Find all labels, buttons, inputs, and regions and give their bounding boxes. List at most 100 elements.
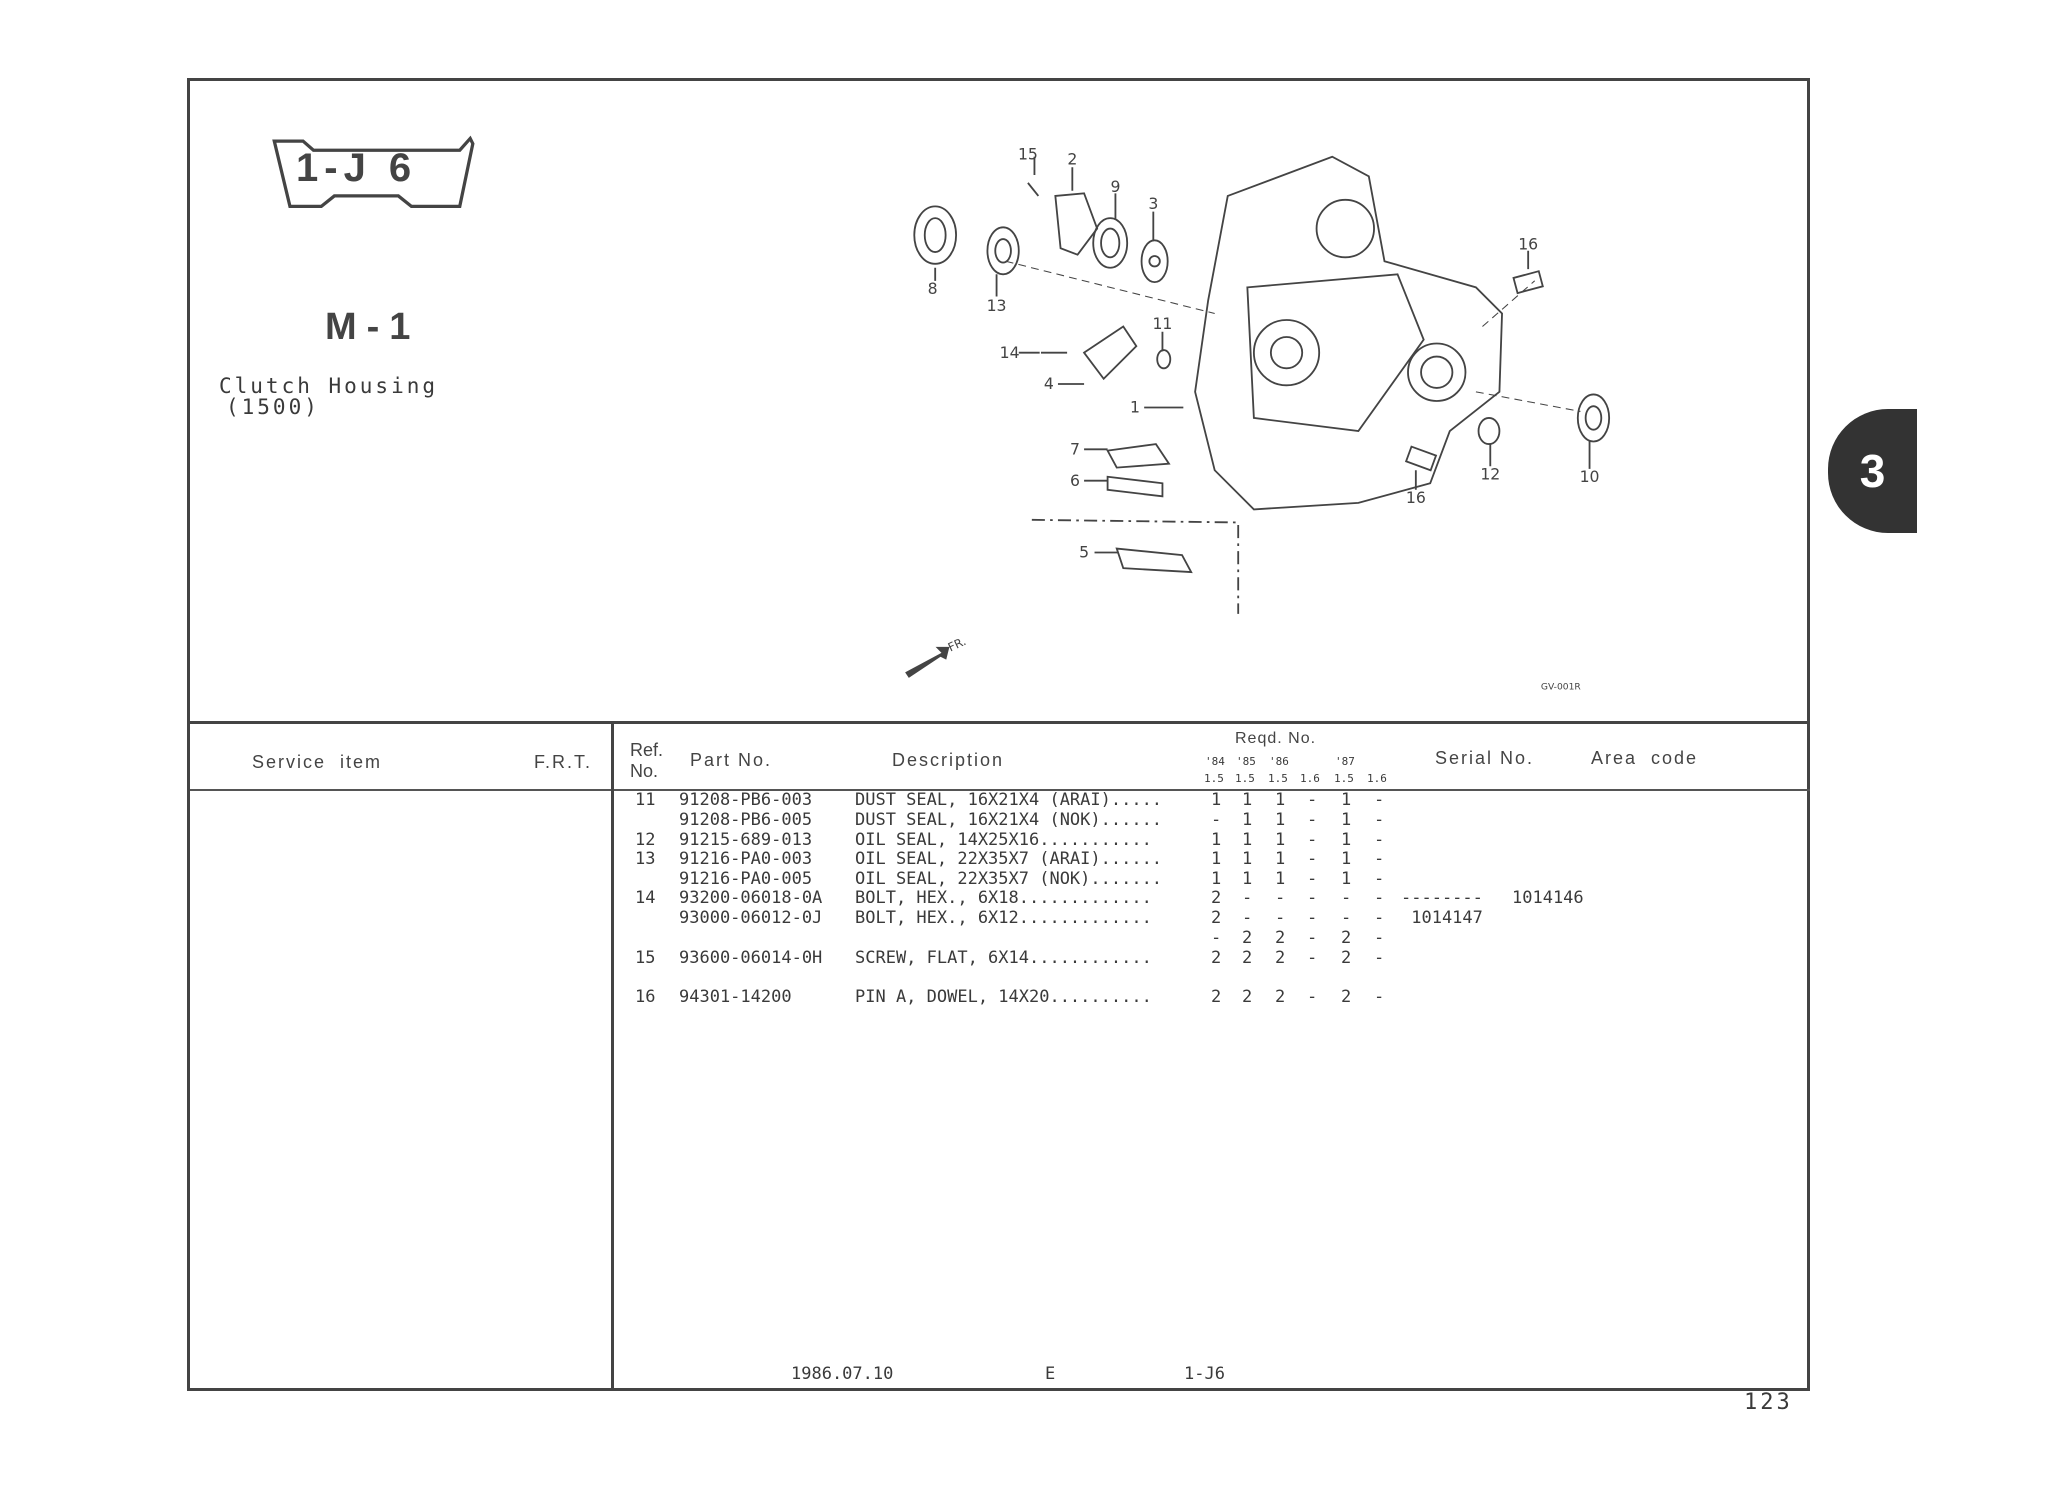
engine-header: 1.5 bbox=[1334, 772, 1354, 785]
description: DUST SEAL, 16X21X4 (ARAI)..... bbox=[855, 790, 1163, 810]
callout-12: 12 bbox=[1480, 464, 1500, 483]
qty: 2 bbox=[1242, 987, 1253, 1007]
part-no: 91216-PA0-003 bbox=[679, 849, 813, 869]
qty: 1 bbox=[1341, 869, 1352, 889]
qty: 2 bbox=[1211, 948, 1222, 968]
part-no: 93200-06018-0A bbox=[679, 888, 823, 908]
qty: 1 bbox=[1341, 790, 1352, 810]
ref-no: 11 bbox=[635, 790, 656, 810]
description: OIL SEAL, 14X25X16........... bbox=[855, 830, 1152, 850]
description: BOLT, HEX., 6X12............. bbox=[855, 908, 1152, 928]
qty: 2 bbox=[1275, 987, 1286, 1007]
callout-11: 11 bbox=[1152, 314, 1172, 333]
col-serial: Serial No. bbox=[1435, 748, 1535, 768]
description: SCREW, FLAT, 6X14............ bbox=[855, 948, 1152, 968]
qty: 2 bbox=[1341, 987, 1352, 1007]
part-no: 91215-689-013 bbox=[679, 830, 813, 850]
callout-1: 1 bbox=[1130, 398, 1140, 417]
qty: 1 bbox=[1275, 869, 1286, 889]
qty: - bbox=[1307, 849, 1318, 869]
group-code: M-1 bbox=[325, 306, 421, 348]
qty: 1 bbox=[1211, 830, 1222, 850]
divider bbox=[187, 721, 1810, 724]
page-number: 123 bbox=[1744, 1390, 1793, 1415]
part-no: 91208-PB6-005 bbox=[679, 810, 813, 830]
callout-2: 2 bbox=[1067, 150, 1077, 169]
qty: 2 bbox=[1341, 928, 1352, 948]
qty: 1 bbox=[1211, 790, 1222, 810]
col-ref-no: No. bbox=[630, 761, 659, 781]
front-label: FR. bbox=[946, 634, 968, 654]
col-description: Description bbox=[892, 750, 1005, 770]
section-badge: 1-J 6 bbox=[296, 146, 418, 190]
description: OIL SEAL, 22X35X7 (ARAI)...... bbox=[855, 849, 1163, 869]
part-no: 91208-PB6-003 bbox=[679, 790, 813, 810]
year-header: '84 bbox=[1205, 755, 1225, 768]
qty: 1 bbox=[1242, 810, 1253, 830]
ref-no: 15 bbox=[635, 948, 656, 968]
callout-14: 14 bbox=[1000, 343, 1020, 362]
col-area-code: Area code bbox=[1591, 748, 1699, 768]
callout-10: 10 bbox=[1580, 467, 1600, 486]
callout-15: 15 bbox=[1018, 144, 1038, 163]
ref-no: 12 bbox=[635, 830, 656, 850]
clutch-housing bbox=[1194, 155, 1503, 511]
section-badge-outline bbox=[272, 135, 475, 209]
qty: - bbox=[1374, 830, 1385, 850]
part-no: 94301-14200 bbox=[679, 987, 792, 1007]
ref-no: 13 bbox=[635, 849, 656, 869]
qty: - bbox=[1242, 908, 1253, 928]
engine-header: 1.6 bbox=[1300, 772, 1320, 785]
qty: 2 bbox=[1242, 948, 1253, 968]
serial-no: -------- bbox=[1401, 888, 1483, 908]
callout-7: 7 bbox=[1070, 440, 1080, 459]
qty: - bbox=[1374, 869, 1385, 889]
col-ref: Ref. bbox=[630, 740, 664, 760]
qty: - bbox=[1275, 908, 1286, 928]
qty: 1 bbox=[1242, 869, 1253, 889]
qty: - bbox=[1211, 928, 1222, 948]
divider bbox=[611, 722, 614, 1388]
part-no: 93600-06014-0H bbox=[679, 948, 823, 968]
callout-5: 5 bbox=[1079, 543, 1089, 562]
callout-4: 4 bbox=[1044, 374, 1054, 393]
qty: 1 bbox=[1211, 869, 1222, 889]
col-frt: F.R.T. bbox=[534, 752, 593, 772]
qty: 1 bbox=[1242, 849, 1253, 869]
qty: 1 bbox=[1242, 830, 1253, 850]
qty: 2 bbox=[1275, 928, 1286, 948]
qty: - bbox=[1374, 849, 1385, 869]
qty: 1 bbox=[1341, 849, 1352, 869]
qty: - bbox=[1307, 830, 1318, 850]
engine-header: 1.5 bbox=[1235, 772, 1255, 785]
qty: 1 bbox=[1275, 830, 1286, 850]
qty: 2 bbox=[1211, 888, 1222, 908]
serial-no-2: 1014146 bbox=[1512, 888, 1584, 908]
qty: - bbox=[1374, 790, 1385, 810]
qty: 1 bbox=[1341, 830, 1352, 850]
qty: 2 bbox=[1211, 908, 1222, 928]
qty: - bbox=[1307, 948, 1318, 968]
description: PIN A, DOWEL, 14X20.......... bbox=[855, 987, 1152, 1007]
qty: - bbox=[1307, 908, 1318, 928]
year-header: '85 bbox=[1236, 755, 1256, 768]
qty: - bbox=[1374, 987, 1385, 1007]
qty: - bbox=[1307, 987, 1318, 1007]
qty: - bbox=[1307, 928, 1318, 948]
qty: - bbox=[1307, 869, 1318, 889]
page-title: Clutch Housing bbox=[219, 374, 439, 398]
col-reqd: Reqd. No. bbox=[1235, 730, 1317, 747]
description: DUST SEAL, 16X21X4 (NOK)...... bbox=[855, 810, 1163, 830]
callout-9: 9 bbox=[1110, 177, 1120, 196]
engine-header: 1.5 bbox=[1204, 772, 1224, 785]
year-header: '86 bbox=[1269, 755, 1289, 768]
qty: - bbox=[1341, 888, 1352, 908]
qty: 2 bbox=[1242, 928, 1253, 948]
engine-header: 1.6 bbox=[1367, 772, 1387, 785]
qty: 1 bbox=[1275, 790, 1286, 810]
figure-code: GV-001R bbox=[1541, 683, 1581, 693]
description: BOLT, HEX., 6X18............. bbox=[855, 888, 1152, 908]
qty: - bbox=[1307, 810, 1318, 830]
qty: 1 bbox=[1211, 849, 1222, 869]
footer-date: 1986.07.10 bbox=[791, 1364, 894, 1384]
